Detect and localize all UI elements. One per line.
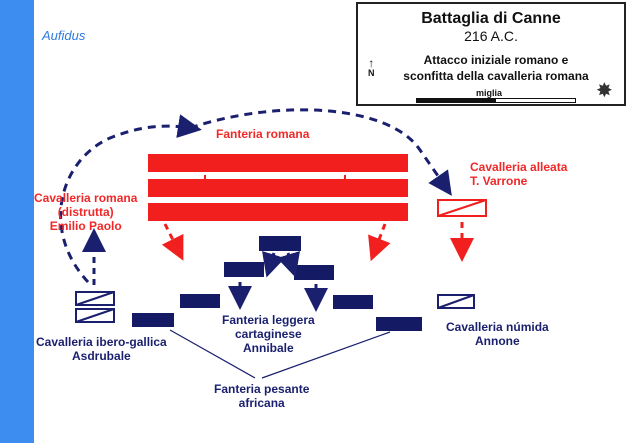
flanking-arc-left (59, 114, 202, 284)
heavy-infantry-left-inner-block (180, 294, 220, 308)
map-description: Attacco iniziale romano e sconfitta dell… (403, 53, 589, 83)
label-heavy-infantry: Fanteria pesante africana (214, 382, 310, 410)
map-date: 216 A.C. (464, 28, 518, 44)
aufidus-river (0, 0, 34, 443)
legend-box: Battaglia di Canne 216 A.C. Attacco iniz… (356, 2, 626, 106)
label-roman-cavalry: Cavalleria romana (distrutta) Emilio Pao… (34, 191, 138, 233)
roman-infantry-block-2 (148, 179, 408, 197)
carthaginian-center-block (259, 236, 301, 251)
light-infantry-left-block (224, 262, 264, 277)
heavy-infantry-right-inner-block (333, 295, 373, 309)
allied-cavalry-symbol (437, 199, 487, 217)
heavy-infantry-left-outer-block (132, 313, 174, 327)
roman-infantry-block-1 (148, 154, 408, 172)
compass-rose-icon: ✸ (596, 80, 613, 102)
label-roman-infantry: Fanteria romana (216, 127, 310, 141)
map-title: Battaglia di Canne (421, 10, 561, 27)
river-label: Aufidus (42, 28, 86, 43)
numidian-cavalry-symbol (437, 294, 475, 309)
light-infantry-right-block (294, 265, 334, 280)
center-arrow-right (277, 251, 300, 278)
flanking-arc-right (189, 108, 452, 196)
north-arrow-icon: ↑ N (368, 56, 375, 78)
scale-label: miglia (476, 88, 503, 98)
heavy-infantry-right-outer-block (376, 317, 422, 331)
scale-bar (416, 98, 576, 103)
roman-infantry-block-3 (148, 203, 408, 221)
roman-advance-arrow-2 (368, 223, 391, 262)
label-iberian-cavalry: Cavalleria ibero-gallica Asdrubale (36, 335, 167, 363)
label-allied-cavalry: Cavalleria alleata T. Varrone (470, 160, 568, 188)
label-light-infantry: Fanteria leggera cartaginese Annibale (222, 313, 315, 355)
label-numidian-cavalry: Cavalleria númida Annone (446, 320, 549, 348)
center-arrow-left (262, 251, 285, 278)
iberian-cavalry-symbol (75, 291, 115, 323)
roman-advance-arrow-1 (161, 223, 184, 261)
